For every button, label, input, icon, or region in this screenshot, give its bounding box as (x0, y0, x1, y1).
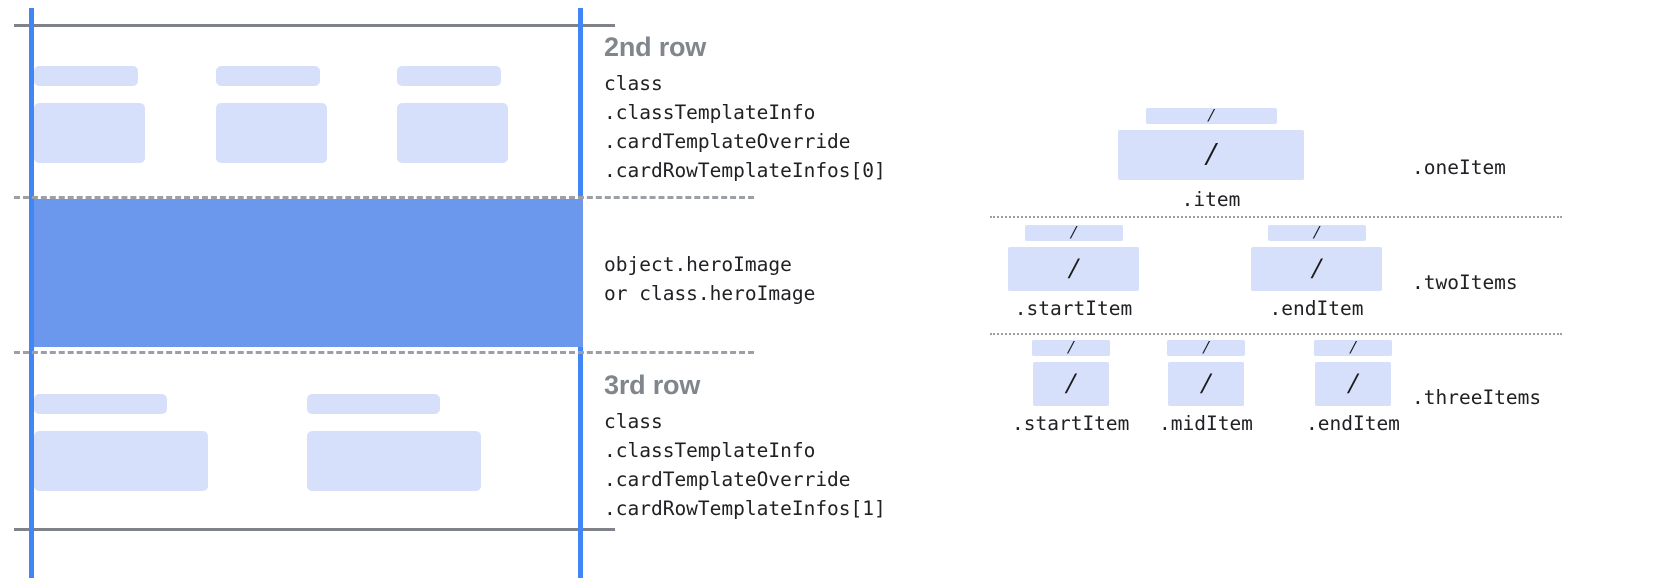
label-placeholder (306, 394, 440, 414)
slash-glyph: / (1350, 337, 1356, 359)
hero-image-block (34, 199, 583, 347)
slash-glyph: / (1201, 367, 1211, 400)
second-row-region (34, 30, 579, 194)
item-value-placeholder: / (1251, 247, 1382, 291)
label-placeholder (215, 66, 320, 86)
slash-glyph: / (1066, 367, 1075, 400)
item-label-placeholder: / (1166, 337, 1245, 359)
item-caption: .item (1181, 188, 1241, 211)
item-caption: .endItem (1306, 412, 1400, 435)
item-value-placeholder: / (1314, 362, 1391, 406)
row2-hero-divider (14, 196, 754, 199)
item-label-placeholder: / (1313, 337, 1392, 359)
label-placeholder (34, 394, 167, 414)
third-row-code: class .classTemplateInfo .cardTemplateOv… (604, 410, 886, 520)
slash-glyph: / (1313, 222, 1320, 244)
hero-row3-divider (14, 351, 754, 354)
item-value-placeholder: / (1008, 247, 1139, 291)
item-label-placeholder: / (1024, 222, 1123, 244)
item-value-placeholder: / (1032, 362, 1109, 406)
item-value-placeholder: / (1118, 130, 1304, 180)
one-two-item-divider (990, 216, 1562, 218)
card-bottom-rule (14, 528, 615, 531)
second-row-title: 2nd row (604, 32, 707, 62)
slash-glyph: / (1070, 222, 1077, 244)
item-cell: / / .midItem (1159, 337, 1253, 436)
slash-glyph: / (1069, 252, 1078, 285)
second-row-annotation: 2nd row class .classTemplateInfo .cardTe… (604, 32, 886, 185)
hero-annotation: object.heroImage or class.heroImage (604, 250, 815, 308)
third-row-region (34, 358, 579, 526)
slash-glyph: / (1312, 252, 1321, 285)
item-label-placeholder: / (1145, 105, 1277, 127)
third-row-column (34, 358, 307, 526)
item-cell: / / .endItem (1251, 222, 1382, 320)
second-row-column (34, 30, 216, 194)
label-placeholder (34, 66, 138, 86)
second-row-code: class .classTemplateInfo .cardTemplateOv… (604, 72, 886, 182)
item-cell: / / .endItem (1306, 337, 1400, 436)
slash-glyph: / (1203, 337, 1209, 359)
label-placeholder (397, 66, 502, 86)
item-caption: .startItem (1014, 297, 1133, 320)
value-placeholder (34, 103, 145, 163)
item-cell: / / .startItem (1012, 337, 1130, 436)
item-label-placeholder: / (1267, 222, 1366, 244)
value-placeholder (306, 431, 481, 491)
hero-code: object.heroImage or class.heroImage (604, 253, 816, 305)
value-placeholder (34, 431, 208, 491)
card-left-edge-line (29, 8, 34, 578)
value-placeholder (397, 103, 509, 163)
card-template-panel (0, 0, 754, 584)
item-label-placeholder: / (1031, 337, 1110, 359)
two-three-item-divider (990, 333, 1562, 335)
two-items-side-label: .twoItems (1412, 271, 1518, 294)
third-row-annotation: 3rd row class .classTemplateInfo .cardTe… (604, 370, 886, 523)
third-row-column (306, 358, 580, 526)
slash-glyph: / (1206, 136, 1216, 173)
third-row-title: 3rd row (604, 370, 701, 400)
value-placeholder (215, 103, 327, 163)
second-row-column (215, 30, 398, 194)
item-cell: / / .item (1118, 105, 1304, 211)
item-caption: .endItem (1269, 297, 1364, 320)
item-caption: .midItem (1159, 412, 1253, 435)
slash-glyph: / (1208, 105, 1214, 127)
item-cell: / / .startItem (1008, 222, 1139, 320)
slash-glyph: / (1348, 367, 1358, 400)
item-layout-diagram: / / .item .oneItem / / .startItem (960, 0, 1676, 584)
three-items-side-label: .threeItems (1412, 386, 1542, 409)
item-value-placeholder: / (1167, 362, 1244, 406)
item-caption: .startItem (1012, 412, 1130, 435)
one-item-side-label: .oneItem (1412, 156, 1506, 179)
second-row-column (397, 30, 579, 194)
card-top-rule (14, 24, 615, 27)
slash-glyph: / (1068, 337, 1074, 359)
